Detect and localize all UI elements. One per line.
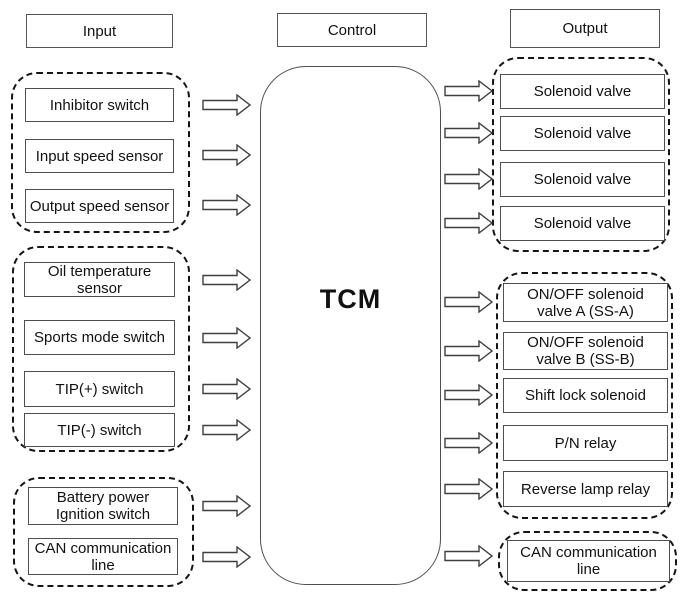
box-solenoid-valve-2: Solenoid valve [500, 116, 665, 151]
arrow-right-icon [202, 378, 251, 400]
box-oil-temperature-sensor: Oil temperature sensor [24, 262, 175, 297]
box-label: Solenoid valve [533, 83, 632, 100]
box-label: TIP(-) switch [57, 421, 142, 439]
arrow-right-icon [202, 495, 251, 517]
arrow-right-icon [202, 269, 251, 291]
box-label: Battery power Ignition switch [55, 489, 151, 523]
arrow-right-icon [202, 419, 251, 441]
input-group-switches [12, 246, 190, 452]
input-group-power [13, 477, 194, 587]
arrow-right-icon [444, 478, 493, 500]
box-label: CAN communication line [520, 544, 657, 578]
box-label: TIP(+) switch [55, 380, 144, 398]
box-pn-relay: P/N relay [503, 425, 668, 461]
box-label: Solenoid valve [533, 171, 632, 188]
arrow-right-icon [444, 340, 493, 362]
arrow-right-icon [202, 546, 251, 568]
box-label: ON/OFF solenoid valve A (SS-A) [527, 285, 644, 320]
box-can-communication-line-input: CAN communication line [28, 538, 178, 575]
control-header-label: Control [327, 21, 377, 39]
output-group-actuators [496, 272, 673, 519]
input-header-label: Input [82, 22, 117, 40]
box-label: Input speed sensor [35, 147, 164, 165]
box-tip-minus-switch: TIP(-) switch [24, 413, 175, 447]
arrow-right-icon [444, 432, 493, 454]
box-battery-power-ignition-switch: Battery power Ignition switch [28, 487, 178, 525]
box-onoff-solenoid-valve-a: ON/OFF solenoid valve A (SS-A) [503, 283, 668, 322]
box-sports-mode-switch: Sports mode switch [24, 320, 175, 355]
box-label: Solenoid valve [533, 125, 632, 142]
box-tip-plus-switch: TIP(+) switch [24, 371, 175, 407]
box-input-speed-sensor: Input speed sensor [25, 139, 174, 173]
arrow-right-icon [202, 94, 251, 116]
box-label: Oil temperature sensor [47, 262, 152, 297]
input-group-sensors [11, 72, 190, 233]
box-inhibitor-switch: Inhibitor switch [25, 88, 174, 122]
output-column-header: Output [510, 9, 660, 48]
output-group-can [498, 531, 677, 591]
box-can-communication-line-output: CAN communication line [507, 540, 670, 582]
box-label: ON/OFF solenoid valve B (SS-B) [527, 334, 644, 368]
control-column-header: Control [277, 13, 427, 47]
box-output-speed-sensor: Output speed sensor [25, 189, 174, 223]
arrow-right-icon [202, 144, 251, 166]
arrow-right-icon [444, 291, 493, 313]
box-onoff-solenoid-valve-b: ON/OFF solenoid valve B (SS-B) [503, 332, 668, 370]
box-label: Output speed sensor [29, 197, 170, 215]
box-label: P/N relay [554, 434, 617, 452]
box-label: Inhibitor switch [49, 96, 150, 114]
arrow-right-icon [444, 212, 493, 234]
arrow-right-icon [444, 168, 493, 190]
output-header-label: Output [562, 20, 608, 37]
arrow-right-icon [444, 545, 493, 567]
tcm-block [260, 66, 441, 585]
arrow-right-icon [202, 194, 251, 216]
arrow-right-icon [444, 80, 493, 102]
arrow-right-icon [202, 327, 251, 349]
box-solenoid-valve-1: Solenoid valve [500, 74, 665, 109]
box-shift-lock-solenoid: Shift lock solenoid [503, 378, 668, 413]
box-label: Reverse lamp relay [520, 480, 651, 498]
input-column-header: Input [26, 14, 173, 48]
output-group-solenoid-valves [492, 57, 670, 252]
box-solenoid-valve-4: Solenoid valve [500, 206, 665, 241]
arrow-right-icon [444, 122, 493, 144]
tcm-label: TCM [319, 284, 382, 314]
box-solenoid-valve-3: Solenoid valve [500, 162, 665, 197]
arrow-right-icon [444, 384, 493, 406]
box-label: Sports mode switch [34, 329, 165, 346]
box-label: Shift lock solenoid [525, 387, 646, 404]
box-label: Solenoid valve [533, 215, 632, 232]
box-reverse-lamp-relay: Reverse lamp relay [503, 471, 668, 507]
box-label: CAN communication line [34, 539, 172, 574]
